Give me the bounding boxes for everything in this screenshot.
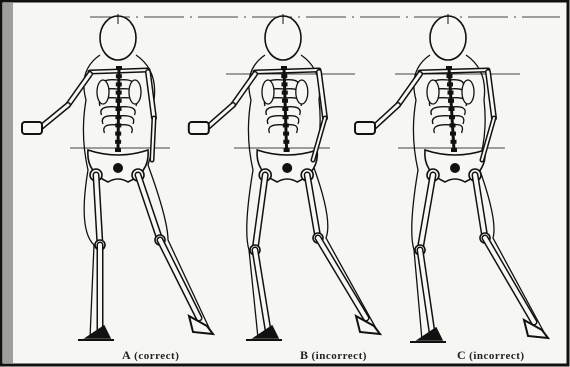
- sacrum-a: [113, 163, 123, 173]
- scan-shadow-left: [3, 3, 13, 363]
- vertebra-a: [116, 74, 122, 78]
- vertebra-c: [446, 66, 452, 70]
- scapula-left-a: [97, 80, 109, 104]
- vertebra-c: [449, 107, 455, 111]
- forearm-left-b: [207, 105, 233, 128]
- scapula-left-c: [427, 80, 439, 104]
- caption-b-label: (incorrect): [312, 350, 367, 362]
- skeleton-figure-b: [189, 14, 380, 340]
- vertebra-b: [284, 148, 290, 152]
- vertebra-c: [448, 91, 454, 95]
- caption-a-letter: A: [122, 348, 131, 362]
- forearm-right-b: [313, 118, 325, 160]
- vertebra-b: [281, 74, 287, 78]
- vertebra-c: [450, 132, 456, 136]
- vertebra-a: [115, 132, 121, 136]
- vertebra-a: [116, 99, 122, 103]
- vertebra-a: [116, 91, 122, 95]
- scapula-right-c: [462, 80, 474, 104]
- caption-c-label: (incorrect): [469, 350, 524, 362]
- femur-left-c: [420, 175, 433, 250]
- femur-left-b: [255, 175, 265, 250]
- scapula-left-b: [262, 80, 274, 104]
- vertebra-b: [282, 82, 288, 86]
- rib-left-c: [431, 107, 451, 115]
- vertebra-c: [447, 74, 453, 78]
- vertebra-c: [451, 148, 457, 152]
- tibia-right-a: [160, 240, 199, 318]
- vertebra-c: [447, 82, 453, 86]
- caption-a-label: (correct): [134, 350, 179, 362]
- caption-b: B(incorrect): [300, 348, 367, 363]
- fist-a: [22, 122, 42, 134]
- vertebra-b: [282, 99, 288, 103]
- humerus-left-b: [233, 74, 255, 105]
- vertebra-a: [116, 66, 122, 70]
- tibia-left-c: [420, 250, 432, 332]
- tibia-right-c: [485, 238, 534, 322]
- femur-right-b: [307, 175, 318, 238]
- vertebra-b: [282, 91, 288, 95]
- tibia-left-b: [255, 250, 268, 330]
- forearm-left-a: [40, 105, 68, 128]
- vertebra-c: [451, 140, 457, 144]
- vertebra-b: [283, 132, 289, 136]
- fist-b: [189, 122, 209, 134]
- skeleton-figure-c: [355, 14, 548, 342]
- fist-c: [355, 122, 375, 134]
- vertebra-a: [115, 148, 121, 152]
- vertebra-a: [116, 82, 122, 86]
- femur-right-a: [138, 175, 160, 240]
- humerus-left-a: [68, 74, 90, 105]
- scapula-right-a: [129, 80, 141, 104]
- caption-b-letter: B: [300, 348, 309, 362]
- rib-left-b: [266, 107, 285, 115]
- caption-c: C(incorrect): [457, 348, 525, 363]
- sacrum-b: [282, 163, 292, 173]
- caption-c-letter: C: [457, 348, 466, 362]
- forearm-left-c: [373, 105, 398, 128]
- vertebra-a: [115, 140, 121, 144]
- humerus-left-c: [398, 74, 420, 105]
- vertebra-c: [448, 99, 454, 103]
- rib-left-a: [101, 107, 118, 115]
- tibia-right-b: [318, 238, 366, 318]
- vertebra-b: [283, 140, 289, 144]
- scapula-right-b: [296, 80, 308, 104]
- skeleton-figure-a: [22, 14, 213, 340]
- sacrum-c: [450, 163, 460, 173]
- vertebra-b: [281, 66, 287, 70]
- caption-a: A(correct): [122, 348, 179, 363]
